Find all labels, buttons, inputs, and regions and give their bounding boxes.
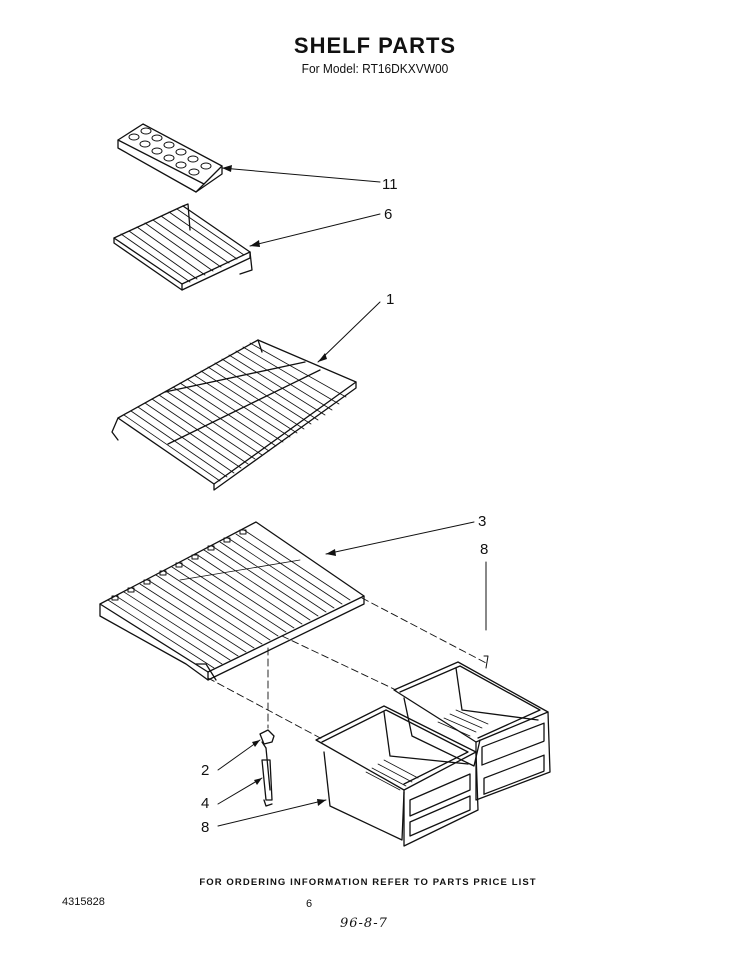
ice-tray-drawing [117,123,223,193]
support-clip-drawing [259,729,275,749]
callout-8-left: 8 [201,819,209,836]
crisper-right-drawing [393,661,551,801]
wire-shelf-drawing [111,339,357,491]
model-subtitle: For Model: RT16DKXVW00 [301,61,449,76]
callout-1: 1 [386,291,394,308]
assembly-guide-lines [207,597,489,741]
leader-lines [217,167,487,827]
callout-11: 11 [382,176,398,193]
document-number: 4315828 [62,896,105,908]
handwritten-date: 96-8-7 [340,916,388,931]
callout-2: 2 [201,762,209,779]
callout-4: 4 [201,795,209,812]
support-rod-drawing [261,747,273,807]
crisper-left-drawing [315,705,479,847]
page-title: SHELF PARTS [293,33,457,58]
page-number: 6 [306,898,313,910]
ordering-note: FOR ORDERING INFORMATION REFER TO PARTS … [199,877,537,888]
callout-3: 3 [478,513,486,530]
small-shelf-drawing [113,203,253,291]
callout-8-right: 8 [480,541,488,558]
crisper-cover-drawing [99,521,365,681]
callout-6: 6 [384,206,392,223]
